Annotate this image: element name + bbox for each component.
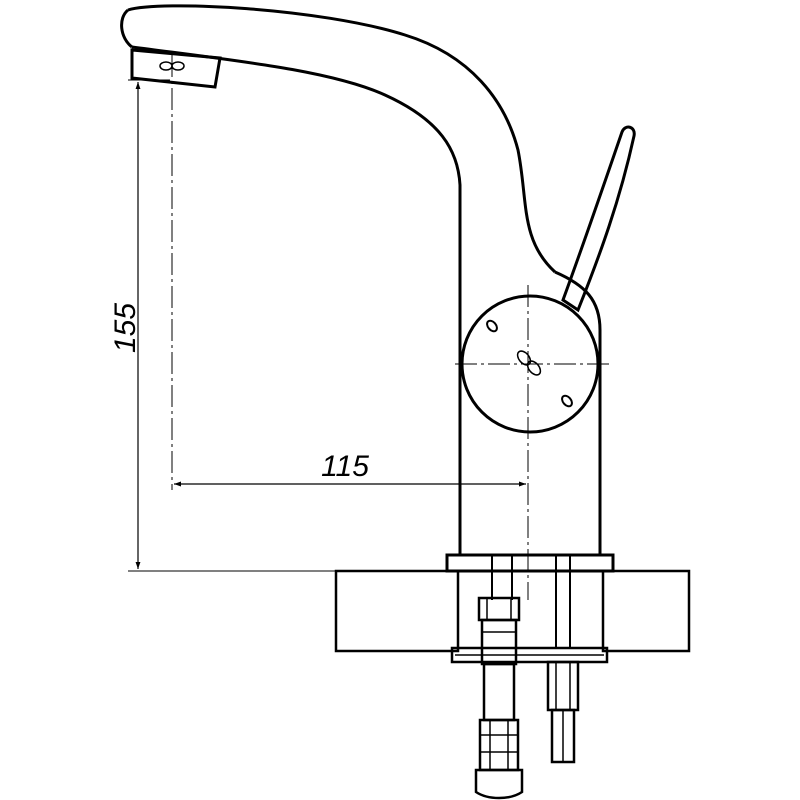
stud-nut	[546, 660, 580, 712]
faucet-body	[120, 4, 636, 573]
braided-hose	[482, 662, 516, 722]
hose-nut-lower	[478, 718, 520, 772]
disk-center-mark	[516, 350, 542, 376]
reach-dimension-label: 115	[321, 450, 369, 483]
dimensions: 155 115	[109, 55, 610, 600]
body-right-outline	[554, 270, 602, 555]
lever-handle	[561, 125, 636, 313]
countertop-right-block	[601, 569, 691, 653]
mounting-washer	[450, 646, 609, 664]
hose-nut-upper	[477, 596, 521, 622]
disk-screw-top	[486, 319, 498, 333]
countertop-section	[334, 569, 691, 653]
under-counter-fittings	[450, 555, 609, 800]
base-plate	[445, 553, 615, 573]
spout-top-outline	[127, 4, 557, 274]
hose-ferrule	[480, 618, 518, 666]
countertop-left-block	[334, 569, 460, 653]
spout-tip-outline	[120, 8, 134, 49]
spout-bottom-outline	[131, 45, 462, 555]
disk-screw-bottom	[561, 394, 573, 408]
aerator	[130, 48, 222, 89]
hose-end-fitting	[474, 768, 524, 800]
height-dimension-label: 155	[109, 303, 142, 353]
